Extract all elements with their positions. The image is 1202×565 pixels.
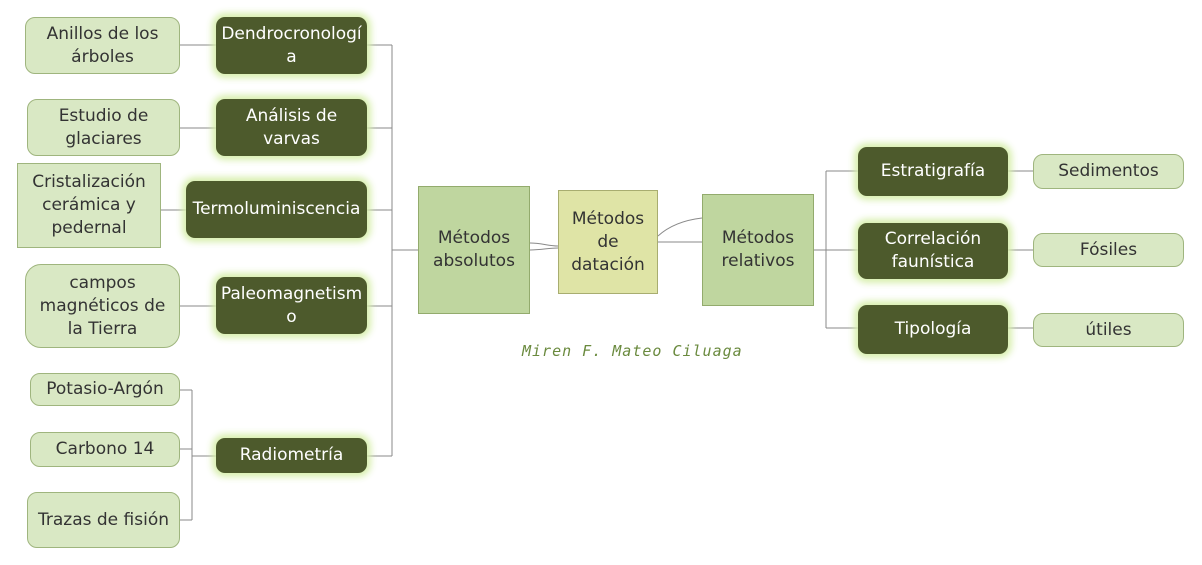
leaf-anillos-arboles: Anillos de los árboles (25, 17, 180, 74)
node-metodos-absolutos: Métodos absolutos (418, 186, 530, 314)
leaf-trazas-fision: Trazas de fisión (27, 492, 180, 548)
leaf-sedimentos: Sedimentos (1033, 154, 1184, 189)
method-tipologia: Tipología (858, 305, 1008, 354)
leaf-utiles: útiles (1033, 313, 1184, 347)
author-signature: Miren F. Mateo Ciluaga (522, 342, 743, 360)
leaf-carbono-14: Carbono 14 (30, 432, 180, 467)
method-analisis-varvas: Análisis de varvas (216, 99, 367, 156)
leaf-cristalizacion: Cristalización cerámica y pedernal (17, 163, 161, 248)
method-correlacion-faunistica: Correlación faunística (858, 223, 1008, 279)
node-metodos-datacion: Métodos de datación (558, 190, 658, 294)
method-paleomagnetismo: Paleomagnetismo (216, 277, 367, 334)
leaf-potasio-argon: Potasio-Argón (30, 373, 180, 406)
node-metodos-relativos: Métodos relativos (702, 194, 814, 306)
leaf-campos-magneticos: campos magnéticos de la Tierra (25, 264, 180, 348)
method-termoluminiscencia: Termoluminiscencia (186, 181, 367, 238)
method-radiometria: Radiometría (216, 438, 367, 473)
leaf-fosiles: Fósiles (1033, 233, 1184, 267)
method-estratigrafia: Estratigrafía (858, 147, 1008, 196)
method-dendrocronologia: Dendrocronología (216, 17, 367, 74)
leaf-estudio-glaciares: Estudio de glaciares (27, 99, 180, 156)
